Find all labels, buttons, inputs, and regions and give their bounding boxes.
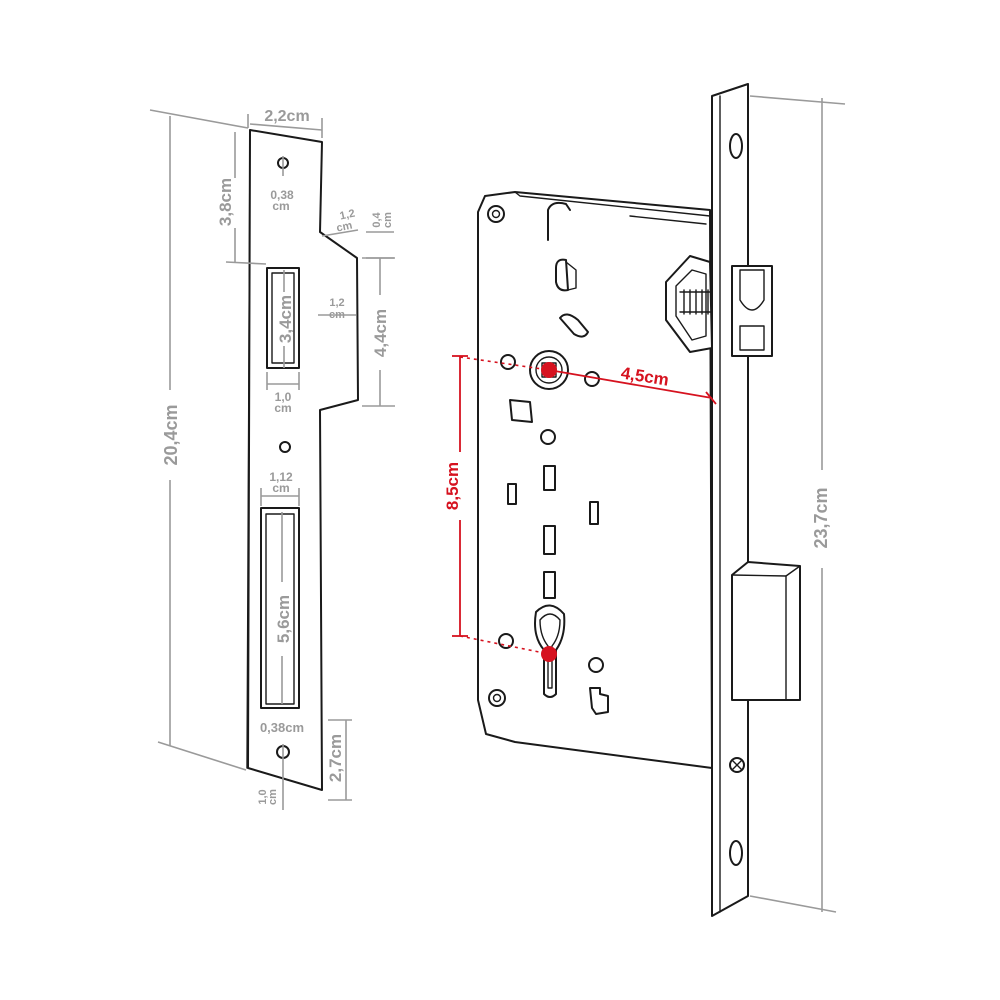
strike-bottom-distance-label: 2,7cm (326, 734, 345, 782)
bottom-tab (589, 687, 609, 715)
case-rivet-top (487, 205, 505, 223)
strike-hole-offset-unit-label: cm (267, 789, 279, 805)
lock-dimension-lines (452, 95, 846, 913)
cylinder-center-marker (541, 646, 557, 662)
bolt-slot-width-unit-label: cm (272, 481, 289, 495)
latch-slot-depth-unit-label: cm (329, 309, 345, 321)
faceplate-top-hole (729, 133, 743, 159)
faceplate-height-label: 23,7cm (811, 487, 831, 548)
latch-slot (266, 267, 300, 369)
spindle-hub (529, 350, 569, 390)
strike-dimension-lines (149, 109, 395, 810)
faceplate (711, 83, 749, 917)
faceplate-bottom-hole (729, 840, 743, 866)
latch-slot-width-unit-label: cm (274, 401, 291, 415)
bolt-slot (260, 507, 300, 709)
case-hole-middle (540, 429, 556, 445)
cylinder-side-hole-right (588, 657, 604, 673)
case-slot-3 (589, 501, 599, 525)
strike-total-height-label: 20,4cm (161, 404, 181, 465)
strike-width-label: 2,2cm (264, 108, 309, 125)
cylinder-side-hole-left (498, 633, 514, 649)
case-slot-1 (543, 465, 556, 491)
case-slot-5 (543, 571, 556, 599)
top-spring-clip (547, 201, 571, 241)
latch-spring (679, 289, 713, 315)
lock-case-edge-top (514, 191, 711, 217)
strike-hole-offset-label: 1,0 (257, 789, 269, 804)
bolt-slot-height-label: 5,6cm (274, 595, 293, 643)
hub-side-hole-left (500, 354, 516, 370)
strike-tab-step-unit-label: cm (382, 212, 394, 228)
strike-top-hole-unit-label: cm (272, 199, 289, 213)
square-lug (509, 399, 533, 423)
bolt-slot-inner (265, 513, 295, 705)
strike-top-to-slot-label: 3,8cm (216, 178, 235, 226)
latch-slot-depth-label: 1,2 (329, 297, 344, 309)
bolt-slot-width-label: 1,12 (269, 470, 293, 484)
strike-bottom-hole-diameter-label: 0,38cm (260, 720, 304, 735)
latch-bolt (731, 265, 773, 357)
strike-plate-outline (247, 129, 359, 791)
lock-body (477, 83, 801, 917)
case-slot-4 (543, 525, 556, 555)
strike-tab-height-label: 4,4cm (371, 309, 390, 357)
lock-case-groove (629, 215, 707, 225)
center-distance-label: 8,5cm (443, 462, 462, 510)
spindle-center-marker (541, 362, 557, 378)
latch-slot-height-label: 3,4cm (276, 295, 295, 343)
dead-bolt (731, 561, 801, 701)
strike-plate-edge (246, 129, 251, 769)
strike-top-hole-diameter-label: 0,38 (270, 188, 294, 202)
strike-middle-hole (279, 441, 291, 453)
case-slot-2 (507, 483, 517, 505)
strike-tab-offset-label: 1,2 (339, 208, 356, 223)
latch-slot-inner (271, 272, 295, 364)
faceplate-screw (729, 757, 745, 773)
strike-tab-step-label: 0,4 (371, 211, 383, 227)
latch-slot-width-label: 1,0 (275, 390, 292, 404)
case-rivet-bottom (488, 689, 506, 707)
tilt-pin (559, 313, 589, 338)
cylinder-cutout (534, 604, 566, 698)
strike-tab-offset-unit-label: cm (335, 219, 353, 234)
